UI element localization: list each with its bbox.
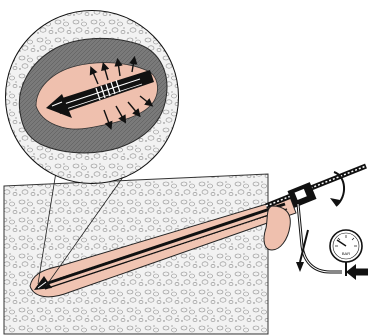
injection-arrow-icon xyxy=(346,264,368,280)
detail-circle xyxy=(0,0,190,190)
rod-extension xyxy=(266,166,366,206)
spoil-return xyxy=(264,206,290,250)
gauge-unit-label: BAR xyxy=(342,251,350,256)
